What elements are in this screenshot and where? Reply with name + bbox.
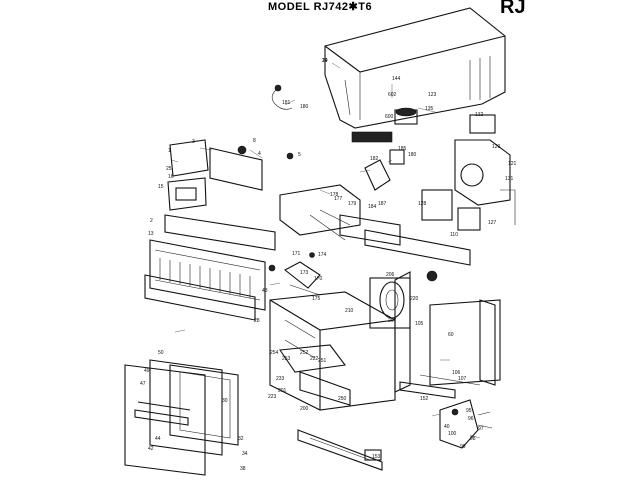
part-callout: 206: [386, 272, 395, 278]
part-callout: 4: [258, 151, 261, 157]
part-callout: 175: [312, 296, 321, 302]
side-frame: [364, 229, 501, 399]
part-callout: 153: [372, 454, 381, 460]
part-callout: 40: [444, 424, 450, 430]
part-callout: 47: [140, 381, 146, 387]
part-callout: 32: [238, 436, 244, 442]
part-callout: 144: [392, 76, 401, 82]
part-callout: 44: [155, 436, 161, 442]
part-callout: 131: [505, 176, 514, 182]
oven-cavity: [269, 291, 396, 411]
part-callout: 602: [388, 92, 397, 98]
part-callout: 34: [242, 451, 248, 457]
part-callout: 252: [300, 350, 309, 356]
part-callout: 253: [282, 356, 291, 362]
part-callout: 127: [488, 220, 497, 226]
model-header: MODEL RJ742✱T6: [268, 0, 372, 13]
part-callout: 171: [292, 251, 301, 257]
part-callout: 121: [508, 161, 517, 167]
part-callout: 132: [475, 112, 484, 118]
part-callout: 106: [452, 370, 461, 376]
part-callout: 152: [420, 396, 429, 402]
switch-bracket-assembly: [279, 131, 405, 246]
part-callout: 179: [348, 201, 357, 207]
part-callout: 600: [385, 114, 394, 120]
part-callout: 16: [168, 174, 174, 180]
part-callout: 233: [276, 376, 285, 382]
part-callout: 128: [418, 201, 427, 207]
part-callout: 207: [388, 318, 397, 324]
timer-assembly: [271, 84, 418, 125]
part-callout: 95: [466, 408, 472, 414]
latch-assembly: [268, 252, 321, 296]
model-number: RJ742✱T6: [313, 1, 373, 13]
part-callout: 180: [408, 152, 417, 158]
part-callout: 13: [148, 231, 154, 237]
part-callout: 60: [448, 332, 454, 338]
part-callout: 187: [378, 201, 387, 207]
part-callout: 5: [298, 152, 301, 158]
part-callout: 220: [410, 296, 419, 302]
model-label: MODEL: [268, 1, 311, 13]
part-callout: 185: [398, 146, 407, 152]
part-callout: 178: [330, 192, 339, 198]
part-callout: 177: [334, 196, 343, 202]
part-callout: 8: [253, 138, 256, 144]
part-callout: 174: [318, 252, 327, 258]
part-callout: 251: [318, 358, 327, 364]
part-callout: 254: [270, 350, 279, 356]
part-callout: 250: [338, 396, 347, 402]
control-bezel: [144, 239, 266, 321]
leader-lines: [171, 62, 481, 439]
part-callout: 182: [370, 156, 379, 162]
part-callout: 42: [148, 446, 154, 452]
part-callout: 180: [300, 104, 309, 110]
part-callout: 107: [458, 376, 467, 382]
left-control-parts: [164, 139, 294, 251]
part-callout: 123: [428, 92, 437, 98]
part-callout: 135: [425, 106, 434, 112]
part-callout: 49: [144, 368, 150, 374]
bottom-rail: [297, 429, 383, 471]
part-callout: 105: [415, 321, 424, 327]
part-callout: 201: [278, 388, 287, 394]
series-code: RJ: [500, 0, 526, 18]
part-callout: 184: [368, 204, 377, 210]
hinge-assembly: [439, 399, 493, 449]
part-callout: 181: [282, 100, 291, 106]
part-callout: 120: [492, 144, 501, 150]
part-callout: 29: [322, 58, 328, 64]
part-callout: 170: [314, 276, 323, 282]
door-assembly: [124, 359, 239, 476]
part-callout: 25: [166, 166, 172, 172]
part-callout: 96: [468, 416, 474, 422]
part-callout: 222: [310, 356, 319, 362]
part-callout: 15: [158, 184, 164, 190]
part-callout: 97: [478, 426, 484, 432]
part-callout: 1: [168, 148, 171, 154]
part-callout: 98: [470, 436, 476, 442]
part-callout: 210: [345, 308, 354, 314]
part-callout: 14: [322, 58, 328, 64]
part-callout: 99: [460, 444, 466, 450]
part-callout: 173: [300, 270, 309, 276]
part-callout: 110: [450, 232, 458, 238]
part-callout: 2: [150, 218, 153, 224]
part-callout: 38: [240, 466, 246, 472]
part-callout: 43: [262, 288, 268, 294]
part-callout: 50: [158, 350, 164, 356]
part-callout: 28: [254, 318, 260, 324]
right-control-box: [421, 114, 516, 231]
part-callout: 200: [300, 406, 309, 412]
part-callout: 30: [222, 398, 228, 404]
blower-assembly: [369, 270, 438, 329]
outer-cabinet-top: [324, 7, 506, 129]
part-callout: 100: [448, 431, 457, 437]
part-callout: 223: [268, 394, 277, 400]
part-callout: 3: [192, 139, 195, 145]
